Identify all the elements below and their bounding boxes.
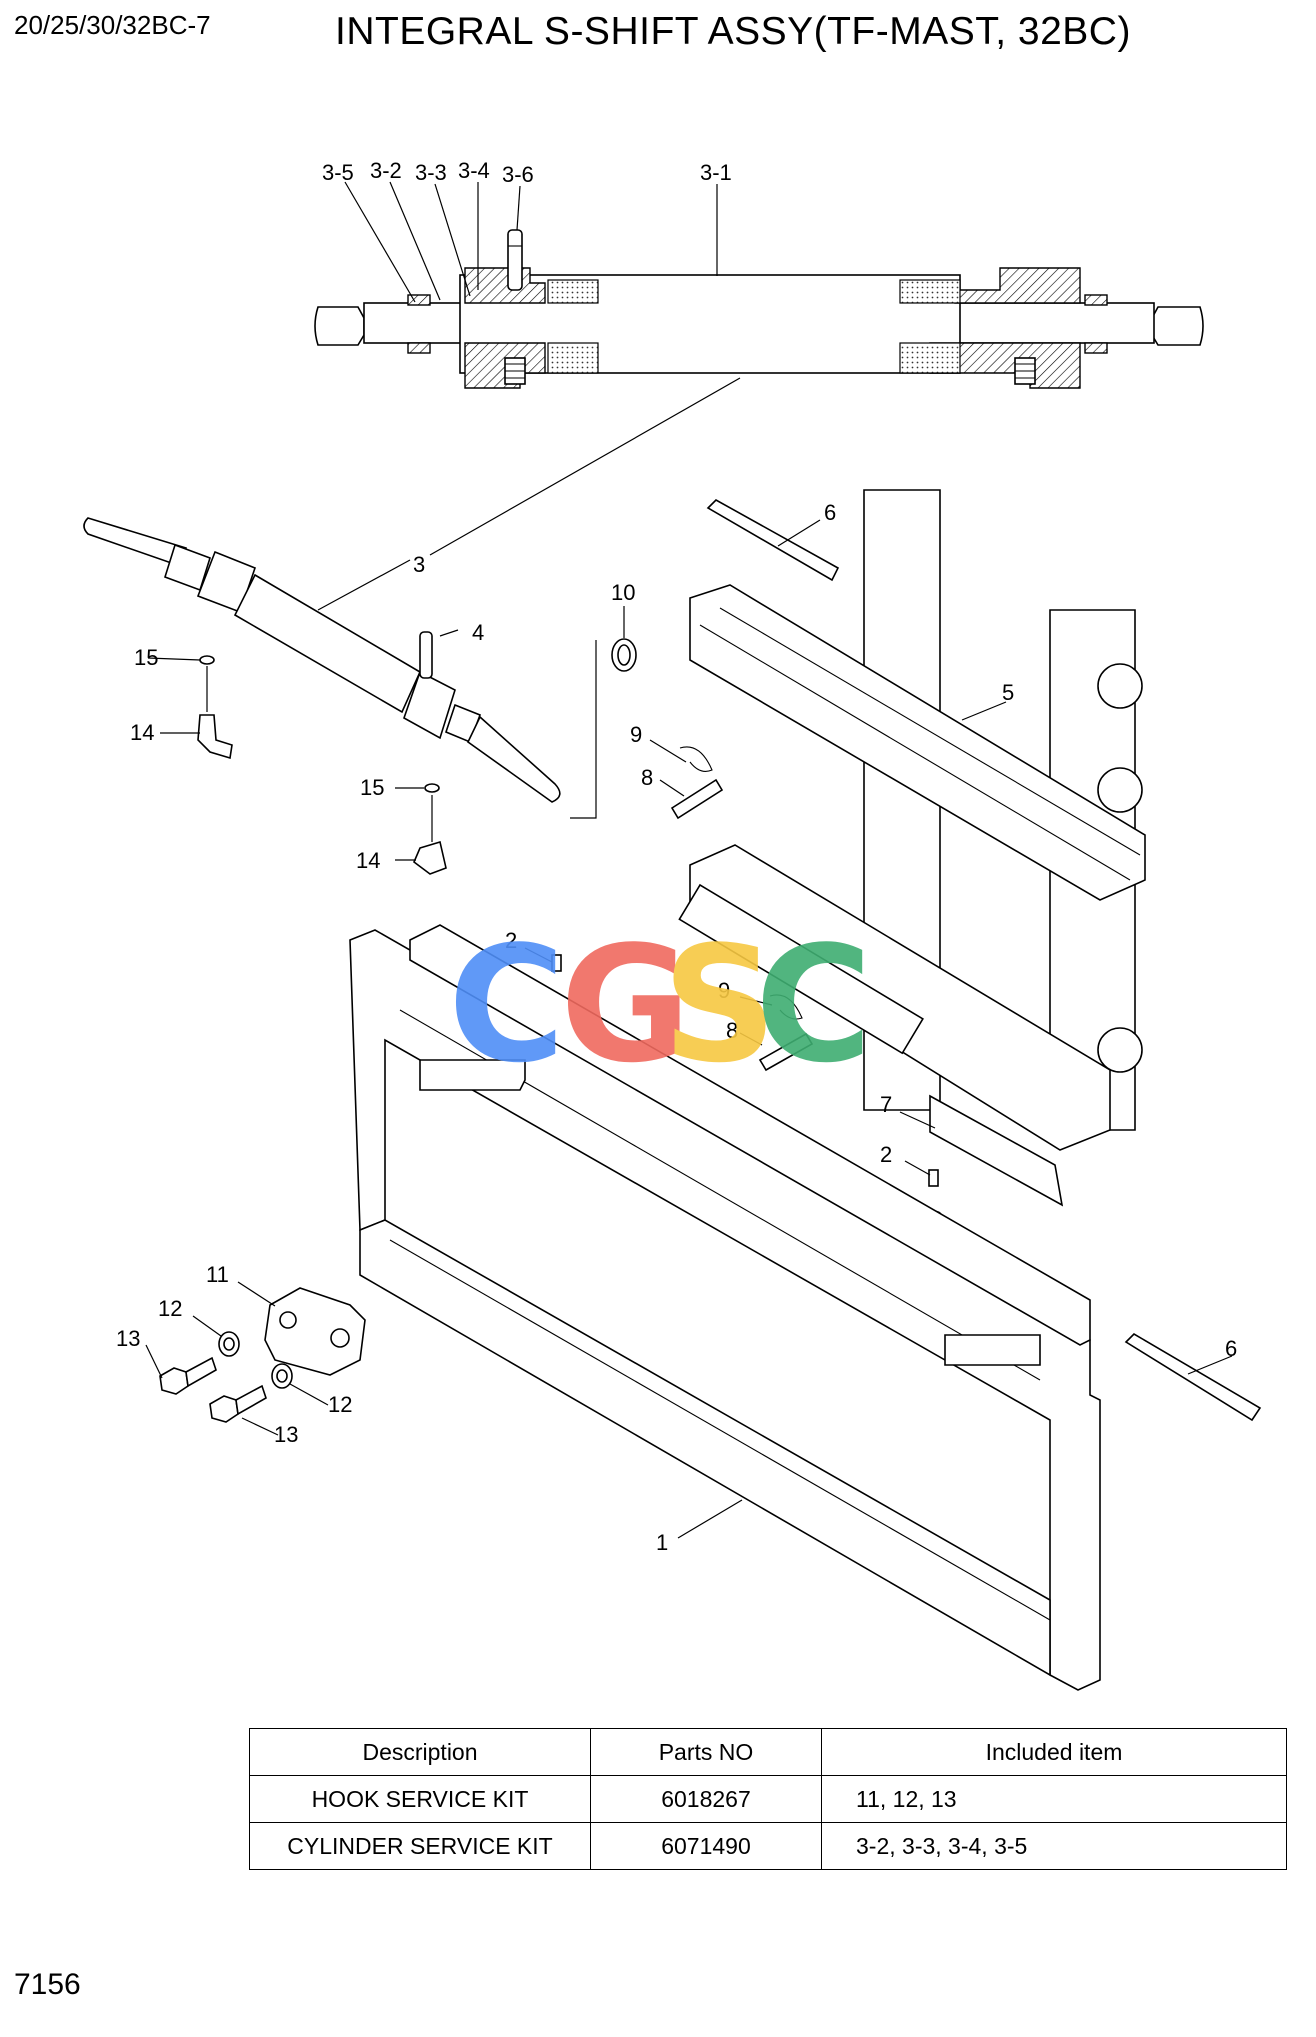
callout-9-a: 9 <box>630 722 642 747</box>
cell-included-item: 11, 12, 13 <box>821 1775 1287 1823</box>
callout-1: 1 <box>656 1530 668 1555</box>
page-title: INTEGRAL S-SHIFT ASSY(TF-MAST, 32BC) <box>335 10 1131 53</box>
callout-7: 7 <box>880 1092 892 1117</box>
leader-lines <box>145 181 1233 1539</box>
callout-13-a: 13 <box>116 1326 140 1351</box>
callout-5: 5 <box>1002 680 1014 705</box>
callout-3: 3 <box>413 552 425 577</box>
model-number: 20/25/30/32BC-7 <box>14 10 211 40</box>
callout-14-b: 14 <box>356 848 380 873</box>
callout-3-5: 3-5 <box>322 160 354 185</box>
cell-description: CYLINDER SERVICE KIT <box>249 1822 591 1870</box>
callout-9-b: 9 <box>718 978 730 1003</box>
carriage-frame <box>349 924 1101 1691</box>
callout-15-a: 15 <box>134 645 158 670</box>
callout-13-b: 13 <box>274 1422 298 1447</box>
callout-6-b: 6 <box>1225 1336 1237 1361</box>
callout-12-a: 12 <box>158 1296 182 1321</box>
exploded-parts-diagram: 3-5 3-2 3-3 3-4 3-6 3-1 3 4 15 14 15 14 … <box>83 158 1262 1691</box>
service-kit-table: Description Parts NO Included item HOOK … <box>249 1728 1287 1870</box>
cylinder-assembly <box>83 517 561 803</box>
cell-parts-no: 6071490 <box>590 1822 822 1870</box>
callout-2-b: 2 <box>880 1142 892 1167</box>
callout-3-4: 3-4 <box>458 158 490 183</box>
callout-4: 4 <box>472 620 484 645</box>
callout-15-b: 15 <box>360 775 384 800</box>
cell-description: HOOK SERVICE KIT <box>249 1775 591 1823</box>
callout-labels: 3-5 3-2 3-3 3-4 3-6 3-1 3 4 15 14 15 14 … <box>116 158 1237 1555</box>
callout-6-a: 6 <box>824 500 836 525</box>
callout-8-b: 8 <box>726 1018 738 1043</box>
cylinder-section-view <box>314 229 1204 389</box>
watermark-letter-3: S <box>662 911 777 1098</box>
header-description: Description <box>249 1728 591 1776</box>
cell-parts-no: 6018267 <box>590 1775 822 1823</box>
callout-3-2: 3-2 <box>370 158 402 183</box>
watermark-letter-4: C <box>755 911 872 1098</box>
watermark-letter-2: G <box>560 911 691 1098</box>
callout-3-6: 3-6 <box>502 162 534 187</box>
callout-3-3: 3-3 <box>415 160 447 185</box>
gsc-watermark: C G S C <box>448 911 872 1098</box>
callout-14-a: 14 <box>130 720 154 745</box>
header-parts-no: Parts NO <box>590 1728 822 1776</box>
table-header-row: Description Parts NO Included item <box>249 1728 1287 1776</box>
watermark-letter-1: C <box>448 911 565 1098</box>
callout-10: 10 <box>611 580 635 605</box>
callout-12-b: 12 <box>328 1392 352 1417</box>
table-row: HOOK SERVICE KIT 6018267 11, 12, 13 <box>249 1775 1287 1823</box>
slide-bars <box>706 499 1262 1422</box>
callout-11: 11 <box>206 1262 229 1287</box>
hook-assembly <box>159 1287 366 1423</box>
callout-3-1: 3-1 <box>700 160 732 185</box>
callout-2-a: 2 <box>505 928 517 953</box>
small-parts <box>547 638 1064 1220</box>
cell-included-item: 3-2, 3-3, 3-4, 3-5 <box>821 1822 1287 1870</box>
side-shift-frame <box>678 489 1146 1151</box>
page-number: 7156 <box>14 1968 81 2001</box>
callout-8-a: 8 <box>641 765 653 790</box>
table-row: CYLINDER SERVICE KIT 6071490 3-2, 3-3, 3… <box>249 1822 1287 1870</box>
header-included-item: Included item <box>821 1728 1287 1776</box>
